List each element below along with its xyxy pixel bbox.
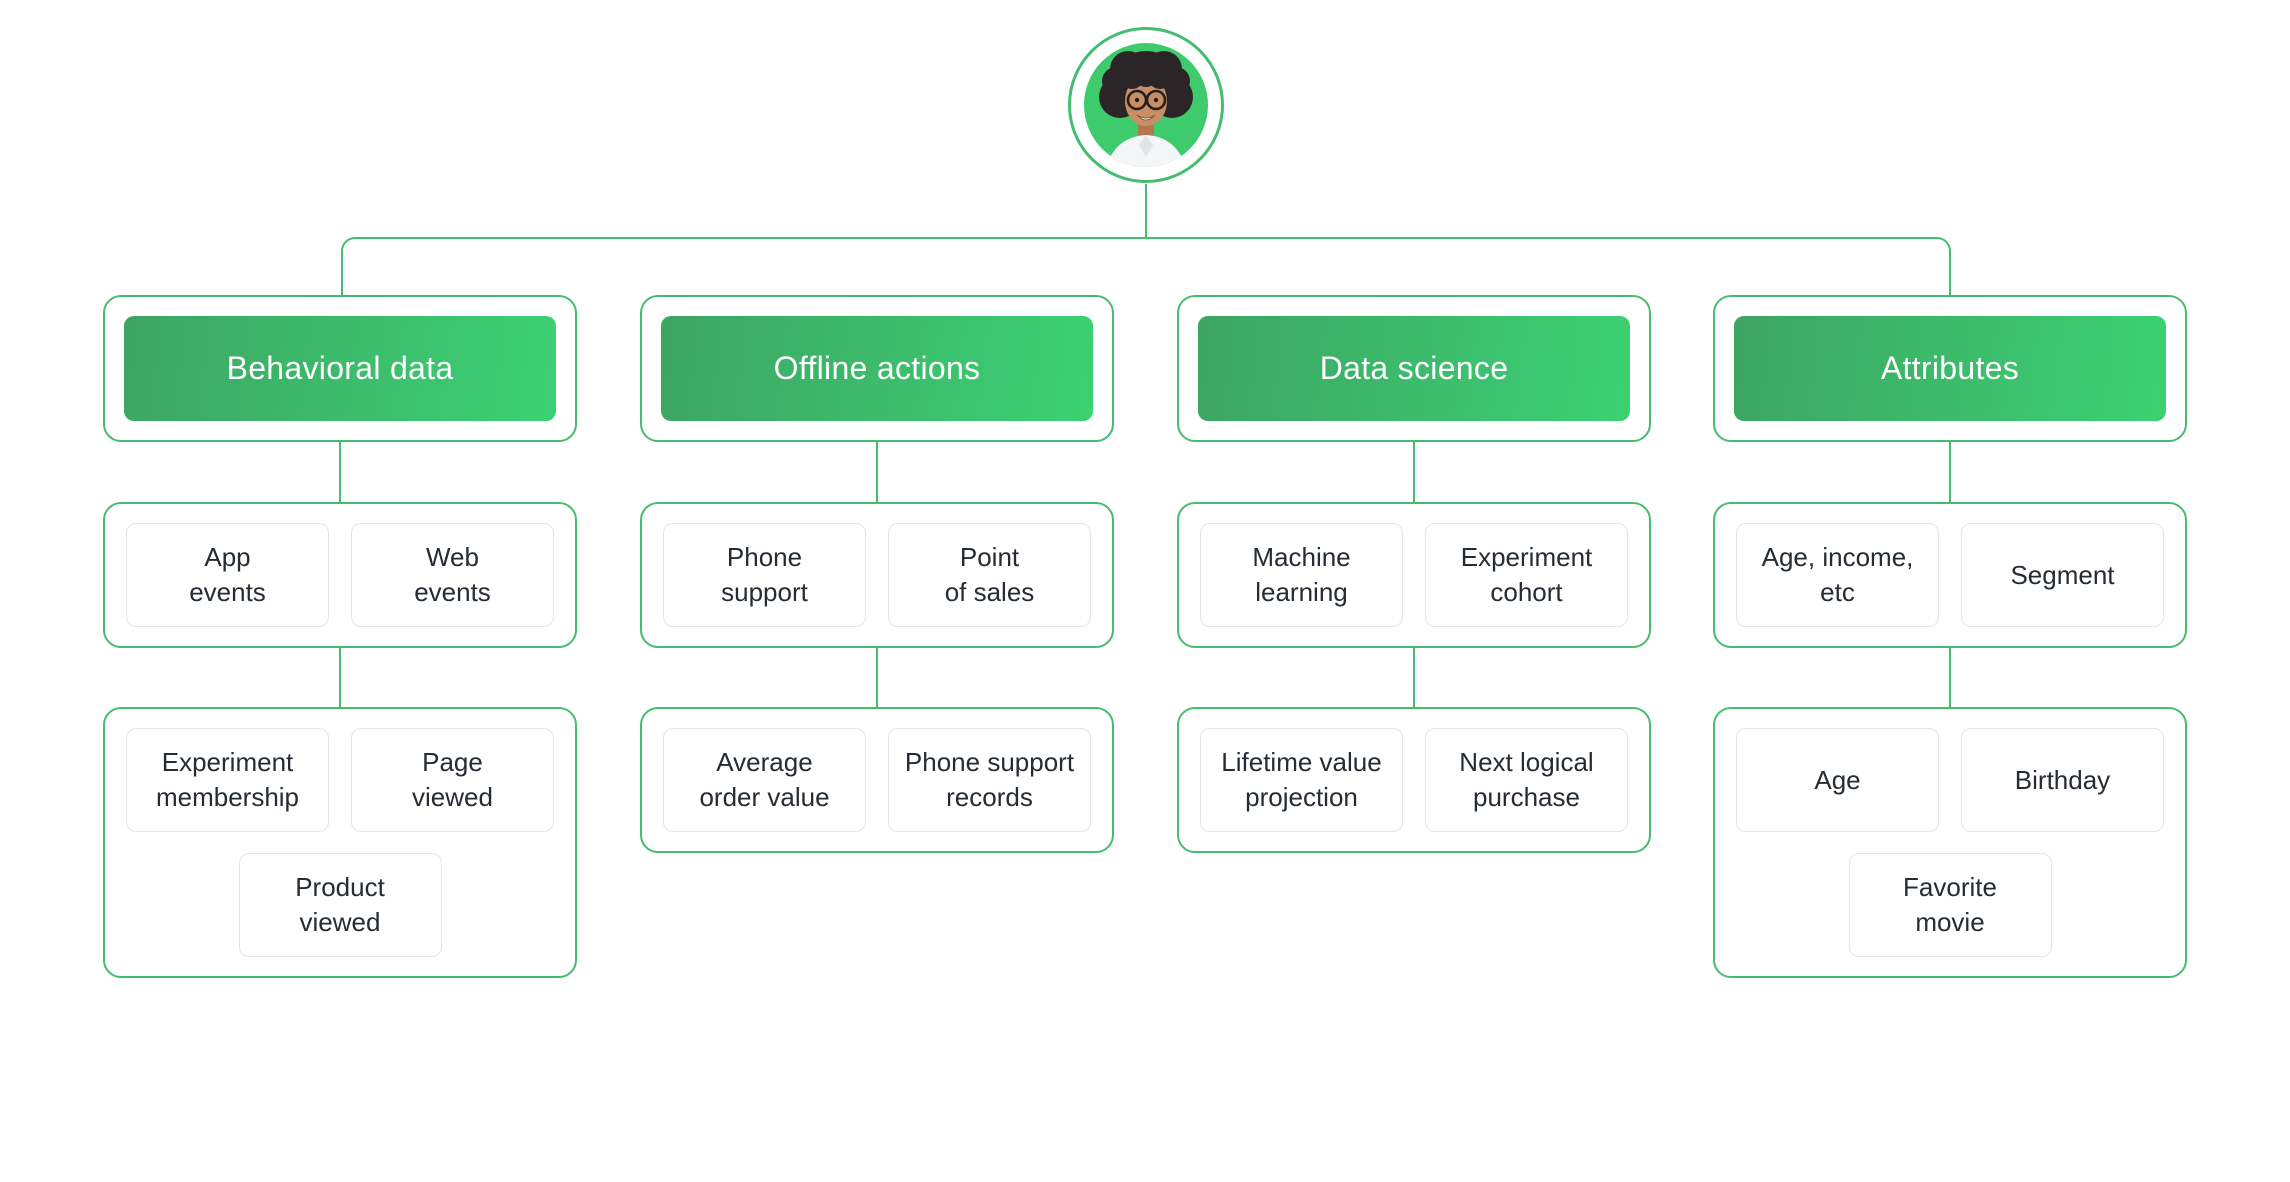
item-label: Machine learning: [1252, 542, 1351, 607]
item-box: Birthday: [1961, 728, 2164, 832]
item-label: Web events: [414, 542, 491, 607]
item-box: Product viewed: [238, 853, 442, 957]
connector-vertical: [876, 648, 878, 707]
category-title: Offline actions: [773, 350, 981, 386]
connector-bracket: [341, 237, 1951, 295]
item-box: Machine learning: [1200, 523, 1403, 627]
group-box: Average order value Phone support record…: [640, 707, 1114, 853]
connector-vertical: [876, 442, 878, 502]
connector-vertical: [1949, 442, 1951, 502]
item-box: App events: [126, 523, 329, 627]
connector-vertical: [1949, 648, 1951, 707]
item-box: Lifetime value projection: [1200, 728, 1403, 832]
item-box: Phone support: [663, 523, 866, 627]
group-box: App events Web events: [103, 502, 577, 648]
item-box: Point of sales: [888, 523, 1091, 627]
item-box: Age, income, etc: [1736, 523, 1939, 627]
item-label: Experiment membership: [155, 747, 300, 812]
group-box: Phone support Point of sales: [640, 502, 1114, 648]
item-label: Phone support records: [904, 747, 1075, 812]
connector-vertical: [339, 442, 341, 502]
item-label: Product viewed: [295, 872, 385, 937]
group-box: Experiment membership Page viewed Produc…: [103, 707, 577, 978]
group-box: Age, income, etc Segment: [1713, 502, 2187, 648]
item-label: Birthday: [2014, 764, 2111, 795]
category-title: Data science: [1319, 350, 1509, 386]
item-box: Web events: [351, 523, 554, 627]
category-title: Attributes: [1880, 350, 2020, 386]
column-offline-actions: Offline actions Phone support Point of s…: [640, 295, 1114, 853]
connector-vertical: [1413, 648, 1415, 707]
item-label: Segment: [2010, 559, 2115, 590]
item-label: Experiment cohort: [1460, 542, 1593, 607]
item-label: Age: [1814, 764, 1861, 795]
column-data-science: Data science Machine learning Experiment…: [1177, 295, 1651, 853]
connector-vertical: [1413, 442, 1415, 502]
group-box: Lifetime value projection Next logical p…: [1177, 707, 1651, 853]
item-box: Experiment membership: [126, 728, 329, 832]
group-box: Machine learning Experiment cohort: [1177, 502, 1651, 648]
avatar: [1068, 27, 1224, 183]
item-box: Segment: [1961, 523, 2164, 627]
item-label: Favorite movie: [1903, 872, 1997, 937]
item-label: Page viewed: [412, 747, 493, 812]
category-title: Behavioral data: [226, 350, 454, 386]
item-label: Lifetime value projection: [1221, 747, 1382, 812]
item-label: Age, income, etc: [1761, 542, 1914, 607]
category-header: Attributes: [1713, 295, 2187, 442]
category-header: Behavioral data: [103, 295, 577, 442]
category-header: Offline actions: [640, 295, 1114, 442]
item-box: Phone support records: [888, 728, 1091, 832]
item-box: Favorite movie: [1848, 853, 2052, 957]
item-box: Page viewed: [351, 728, 554, 832]
item-box: Average order value: [663, 728, 866, 832]
connector-vertical: [339, 648, 341, 707]
avatar-photo: [1084, 43, 1208, 167]
item-label: Phone support: [721, 542, 808, 607]
item-label: Average order value: [699, 747, 830, 812]
item-label: App events: [189, 542, 266, 607]
item-box: Age: [1736, 728, 1939, 832]
category-header: Data science: [1177, 295, 1651, 442]
item-box: Next logical purchase: [1425, 728, 1628, 832]
column-attributes: Attributes Age, income, etc Segment Age …: [1713, 295, 2187, 978]
group-box: Age Birthday Favorite movie: [1713, 707, 2187, 978]
item-label: Point of sales: [944, 542, 1035, 607]
connector-root-stem: [1145, 184, 1147, 238]
item-label: Next logical purchase: [1459, 747, 1594, 812]
column-behavioral-data: Behavioral data App events Web events Ex…: [103, 295, 577, 978]
item-box: Experiment cohort: [1425, 523, 1628, 627]
